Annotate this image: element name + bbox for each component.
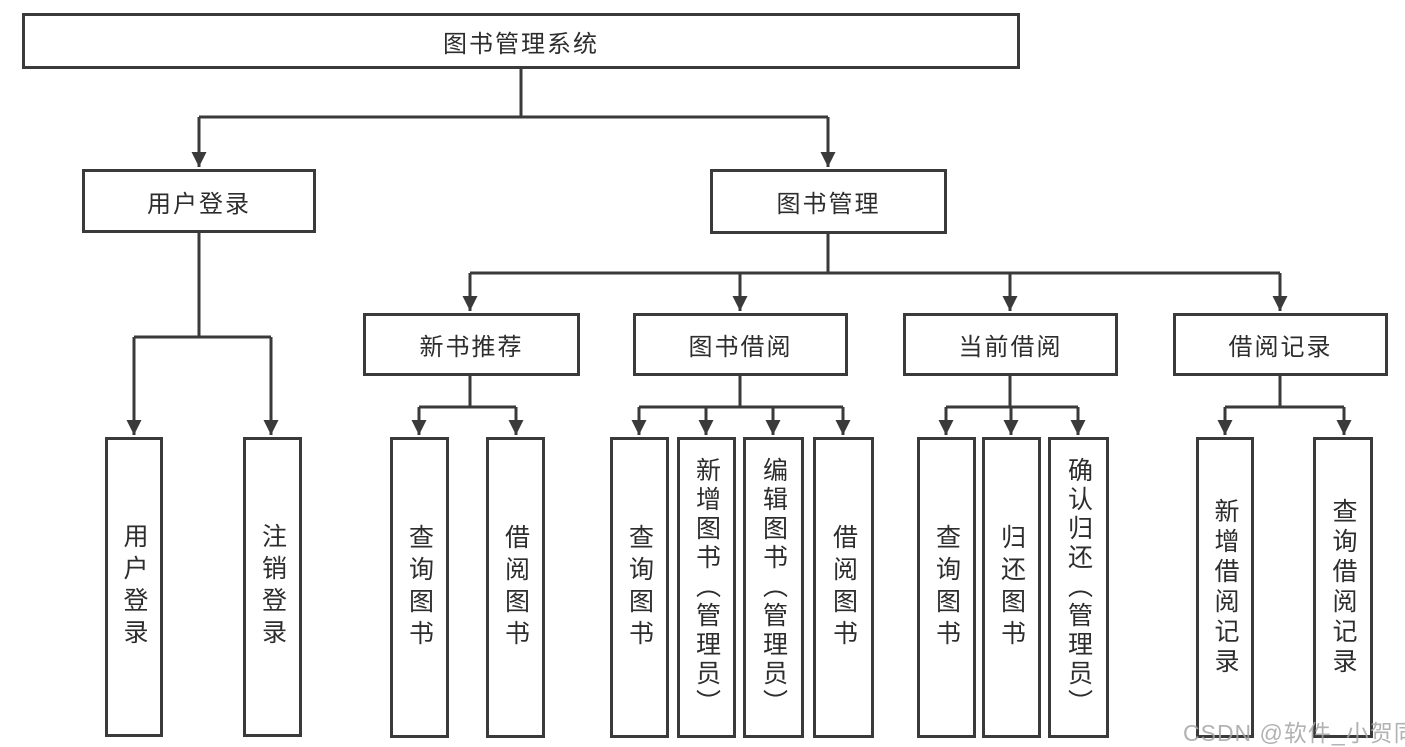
leaf-query-books-recommend: 查询图书 bbox=[390, 437, 449, 738]
leaf-logout: 注销登录 bbox=[243, 437, 302, 737]
leaf-add-books-admin: 新增图书（管理员） bbox=[677, 437, 736, 738]
leaf-query-books-current: 查询图书 bbox=[917, 437, 976, 738]
leaf-user-login: 用户登录 bbox=[105, 437, 163, 737]
leaf-query-borrow-record: 查询借阅记录 bbox=[1313, 437, 1373, 738]
node-borrow-records: 借阅记录 bbox=[1173, 313, 1388, 376]
leaf-edit-books-admin: 编辑图书（管理员） bbox=[743, 437, 804, 738]
leaf-confirm-return-admin: 确认归还（管理员） bbox=[1048, 437, 1109, 738]
csdn-watermark: CSDN @软件_小贺同学 bbox=[1183, 720, 1405, 746]
leaf-add-borrow-record: 新增借阅记录 bbox=[1196, 437, 1254, 738]
node-book-borrowing: 图书借阅 bbox=[633, 313, 848, 376]
leaf-borrow-books-borrowing: 借阅图书 bbox=[813, 437, 874, 738]
node-current-borrowing: 当前借阅 bbox=[903, 313, 1118, 376]
leaf-query-books-borrowing: 查询图书 bbox=[610, 437, 669, 738]
node-book-management: 图书管理 bbox=[710, 169, 947, 234]
leaf-return-books: 归还图书 bbox=[982, 437, 1041, 738]
node-root-system: 图书管理系统 bbox=[22, 13, 1020, 69]
node-new-book-recommend: 新书推荐 bbox=[363, 313, 580, 376]
node-user-login: 用户登录 bbox=[82, 169, 316, 233]
leaf-borrow-books-recommend: 借阅图书 bbox=[486, 437, 545, 738]
